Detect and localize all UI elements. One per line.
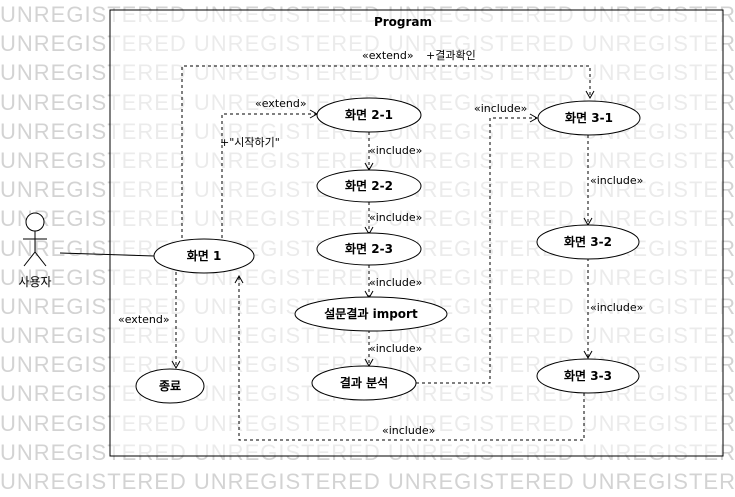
- usecase-end[interactable]: 종료: [135, 368, 205, 404]
- usecase-import[interactable]: 설문결과 import: [294, 296, 448, 332]
- usecase-shape: [536, 358, 640, 394]
- actor-head: [25, 212, 45, 232]
- usecase-s33[interactable]: 화면 3-3: [536, 358, 640, 394]
- edge-label: +"시작하기": [220, 135, 280, 149]
- edge-label: «include»: [369, 144, 422, 157]
- usecase-s32[interactable]: 화면 3-2: [536, 224, 640, 260]
- usecase-label: 화면 3-2: [564, 234, 612, 249]
- usecase-label: 화면 2-1: [345, 107, 393, 122]
- usecase-shape: [537, 100, 641, 136]
- arrowhead: [529, 113, 539, 123]
- watermark-line: UNREGISTERED UNREGISTERED UNREGISTERED U…: [0, 469, 735, 494]
- usecase-label: 결과 분석: [340, 375, 388, 390]
- usecase-label: 화면 3-1: [565, 110, 613, 125]
- usecase-shape: [316, 97, 422, 133]
- usecase-label: 설문결과 import: [324, 306, 418, 321]
- usecase-shape: [294, 296, 448, 332]
- system-title: Program: [374, 15, 432, 29]
- usecase-label: 종료: [159, 379, 181, 393]
- usecase-shape: [316, 169, 422, 203]
- edge-label: «include»: [369, 211, 422, 224]
- arrowhead: [585, 90, 595, 100]
- usecase-shape: [536, 224, 640, 260]
- association-user-home: [59, 252, 155, 257]
- edge-label: «include»: [369, 342, 422, 355]
- usecase-analysis[interactable]: 결과 분석: [311, 365, 417, 401]
- usecase-label: 화면 3-3: [564, 368, 612, 383]
- arrowhead: [171, 360, 181, 370]
- arrowhead: [234, 274, 244, 284]
- usecase-home[interactable]: 화면 1: [153, 238, 255, 274]
- edge-include-analysis-s31: [416, 117, 537, 384]
- usecase-label: 화면 2-2: [345, 178, 393, 193]
- actor-leg-left: [23, 251, 36, 267]
- usecase-s21[interactable]: 화면 2-1: [316, 97, 422, 133]
- usecase-s22[interactable]: 화면 2-2: [316, 169, 422, 203]
- edge-label: «include»: [474, 102, 527, 115]
- edge-extend-home-s31: [181, 65, 591, 238]
- arrowhead: [583, 350, 593, 360]
- actor-leg-right: [34, 251, 47, 267]
- actor-label: 사용자: [18, 275, 51, 289]
- edge-label: «include»: [590, 174, 643, 187]
- usecase-shape: [153, 238, 255, 274]
- edge-label: «extend»: [255, 97, 307, 110]
- usecase-shape: [135, 368, 205, 404]
- edge-label: +결과확인: [426, 49, 476, 62]
- actor-user[interactable]: 사용자: [18, 212, 52, 289]
- usecase-label: 화면 2-3: [345, 241, 393, 256]
- edge-label: «include»: [590, 301, 643, 314]
- usecase-label: 화면 1: [187, 248, 222, 263]
- usecase-shape: [316, 232, 422, 266]
- edge-label: «include»: [382, 424, 435, 437]
- usecase-s31[interactable]: 화면 3-1: [537, 100, 641, 136]
- edge-label: «include»: [369, 276, 422, 289]
- edge-include-s33-home: [238, 276, 585, 441]
- edge-label: «extend»: [362, 49, 414, 62]
- edge-label: «extend»: [118, 313, 170, 326]
- usecase-s23[interactable]: 화면 2-3: [316, 232, 422, 266]
- edge-extend-home-s21: [221, 113, 317, 238]
- usecase-shape: [311, 365, 417, 401]
